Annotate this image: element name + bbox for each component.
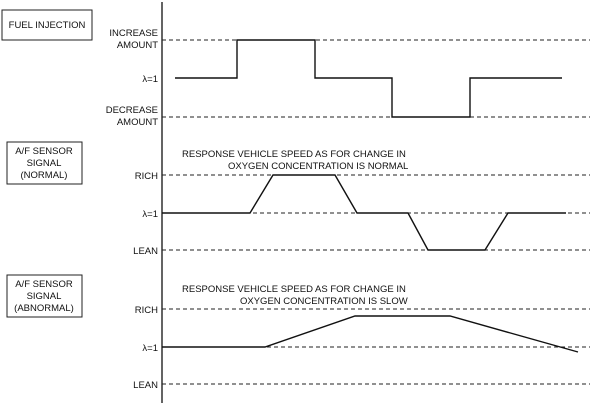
lambda-label-fuel: λ=1 (142, 74, 158, 85)
af-sensor-abnormal-signal (162, 315, 579, 353)
fuel-injection-title-box (1, 9, 93, 41)
abnormal-note-line-1: RESPONSE VEHICLE SPEED AS FOR CHANGE IN (182, 284, 406, 295)
af-abnormal-title-line-2: SIGNAL (27, 291, 62, 302)
af-normal-title-line-2: SIGNAL (27, 158, 62, 169)
af-sensor-abnormal-panel: A/F SENSOR SIGNAL (ABNORMAL) RESPONSE VE… (6, 274, 590, 391)
af-abnormal-title-line-1: A/F SENSOR (15, 279, 73, 290)
decrease-label: DECREASE (106, 105, 158, 116)
lambda-label-normal: λ=1 (142, 209, 158, 220)
af-sensor-normal-panel: A/F SENSOR SIGNAL (NORMAL) RESPONSE VEHI… (6, 141, 590, 257)
normal-note-line-1: RESPONSE VEHICLE SPEED AS FOR CHANGE IN (182, 149, 406, 160)
fuel-injection-signal (175, 39, 562, 118)
abnormal-note-line-2: OXYGEN CONCENTRATION IS SLOW (240, 296, 408, 307)
af-sensor-normal-signal (162, 174, 566, 251)
normal-note-line-2: OXYGEN CONCENTRATION IS NORMAL (228, 161, 408, 172)
increase-label: INCREASE (109, 28, 158, 39)
fuel-injection-panel: FUEL INJECTION INCREASE AMOUNT λ=1 DECRE… (1, 9, 590, 128)
decrease-amount-label: AMOUNT (117, 117, 158, 128)
fuel-injection-title: FUEL INJECTION (9, 20, 86, 31)
af-sensor-abnormal-title-box (6, 274, 83, 318)
af-normal-title-line-1: A/F SENSOR (15, 146, 73, 157)
af-sensor-normal-title-box (6, 141, 83, 185)
lean-label-normal: LEAN (133, 246, 158, 257)
lambda-label-abnormal: λ=1 (142, 343, 158, 354)
rich-label-normal: RICH (135, 171, 158, 182)
increase-amount-label: AMOUNT (117, 40, 158, 51)
af-normal-title-line-3: (NORMAL) (21, 170, 68, 181)
lean-label-abnormal: LEAN (133, 380, 158, 391)
af-abnormal-title-line-3: (ABNORMAL) (14, 303, 74, 314)
rich-label-abnormal: RICH (135, 305, 158, 316)
